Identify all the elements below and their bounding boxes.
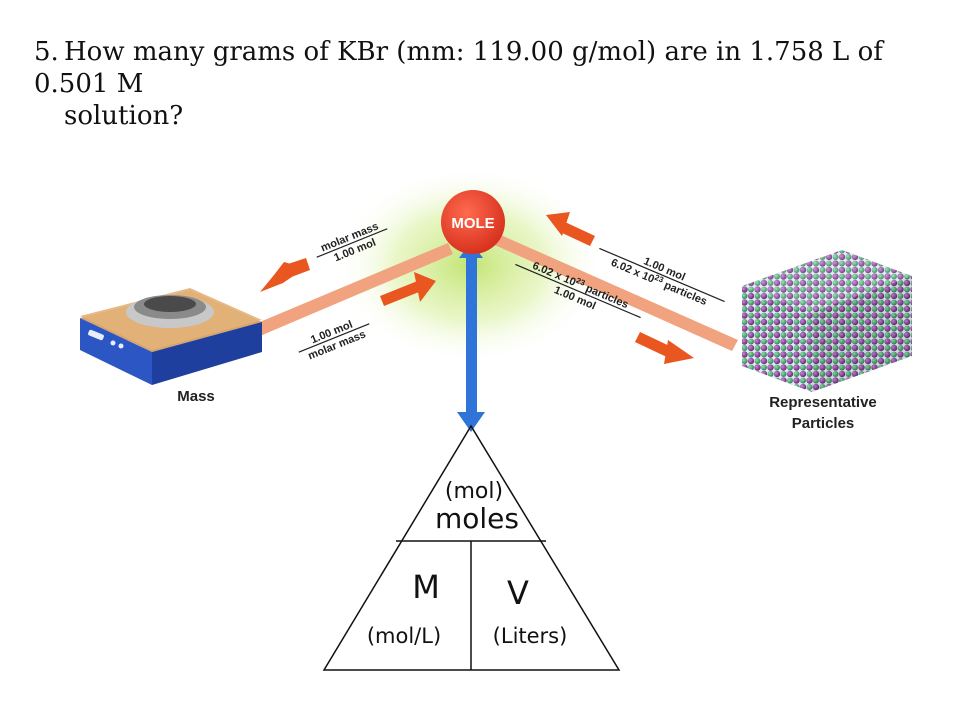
mass-label: Mass xyxy=(177,388,215,405)
right-connector-bar xyxy=(488,232,738,351)
question-line-2: solution? xyxy=(64,101,184,131)
molarity-triangle: (mol) moles M (mol/L) V (Liters) xyxy=(322,424,621,671)
question-line-1: How many grams of KBr (mm: 119.00 g/mol)… xyxy=(34,37,883,99)
particles-label-line2: Particles xyxy=(792,415,855,432)
moles-label: moles xyxy=(435,502,519,535)
moles-unit: (mol) xyxy=(445,479,503,504)
arrow-to-mole-right xyxy=(546,212,595,246)
arrow-to-particles xyxy=(635,332,694,364)
balance-scale-image xyxy=(80,288,262,385)
volume-symbol: V xyxy=(507,574,529,612)
volume-unit: (Liters) xyxy=(493,624,568,648)
arrow-from-mass xyxy=(380,272,436,306)
question-number: 5. xyxy=(34,37,59,67)
question-text: 5.How many grams of KBr (mm: 119.00 g/mo… xyxy=(34,36,934,132)
molarity-symbol: M xyxy=(412,568,440,606)
molarity-unit: (mol/L) xyxy=(367,624,441,648)
arrow-to-mass xyxy=(260,258,310,292)
mole-node: MOLE xyxy=(441,190,505,254)
mole-label: MOLE xyxy=(451,215,494,232)
particles-label-line1: Representative xyxy=(769,394,877,411)
left-connector-bar xyxy=(255,243,453,336)
particles-cube-image xyxy=(742,250,912,392)
